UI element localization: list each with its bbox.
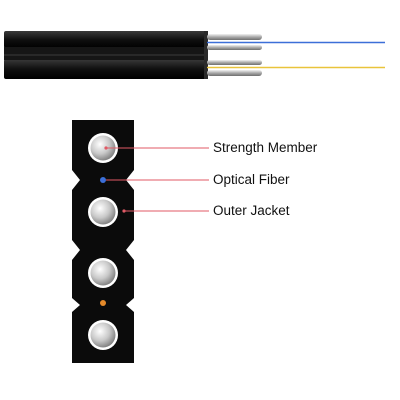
optical-fiber-orange [100, 300, 106, 306]
cable-cross-section [72, 120, 134, 363]
outer-jacket-label: Outer Jacket [213, 203, 290, 218]
strength-member [88, 197, 118, 227]
strength-member-rod [207, 45, 262, 50]
optical-fiber-blue [100, 177, 106, 183]
strength-member-rod [207, 60, 262, 65]
cable-jacket-top [4, 31, 207, 48]
strength-member [88, 258, 118, 288]
strength-member [88, 133, 118, 163]
strength-member [88, 320, 118, 350]
strength-member-label: Strength Member [213, 140, 318, 155]
optical-fiber-label: Optical Fiber [213, 172, 290, 187]
leader-lines [104, 146, 209, 213]
cable-jacket-bottom [4, 59, 207, 79]
cable-side-view [4, 31, 385, 79]
cable-web [4, 47, 207, 60]
outer-jacket-leader-dot [122, 209, 126, 213]
strength-member-leader-dot [104, 146, 108, 150]
strength-member-rod [207, 34, 262, 40]
strength-member-rod [207, 70, 262, 76]
outer-jacket-profile [72, 120, 134, 363]
cable-end-face [204, 31, 208, 79]
